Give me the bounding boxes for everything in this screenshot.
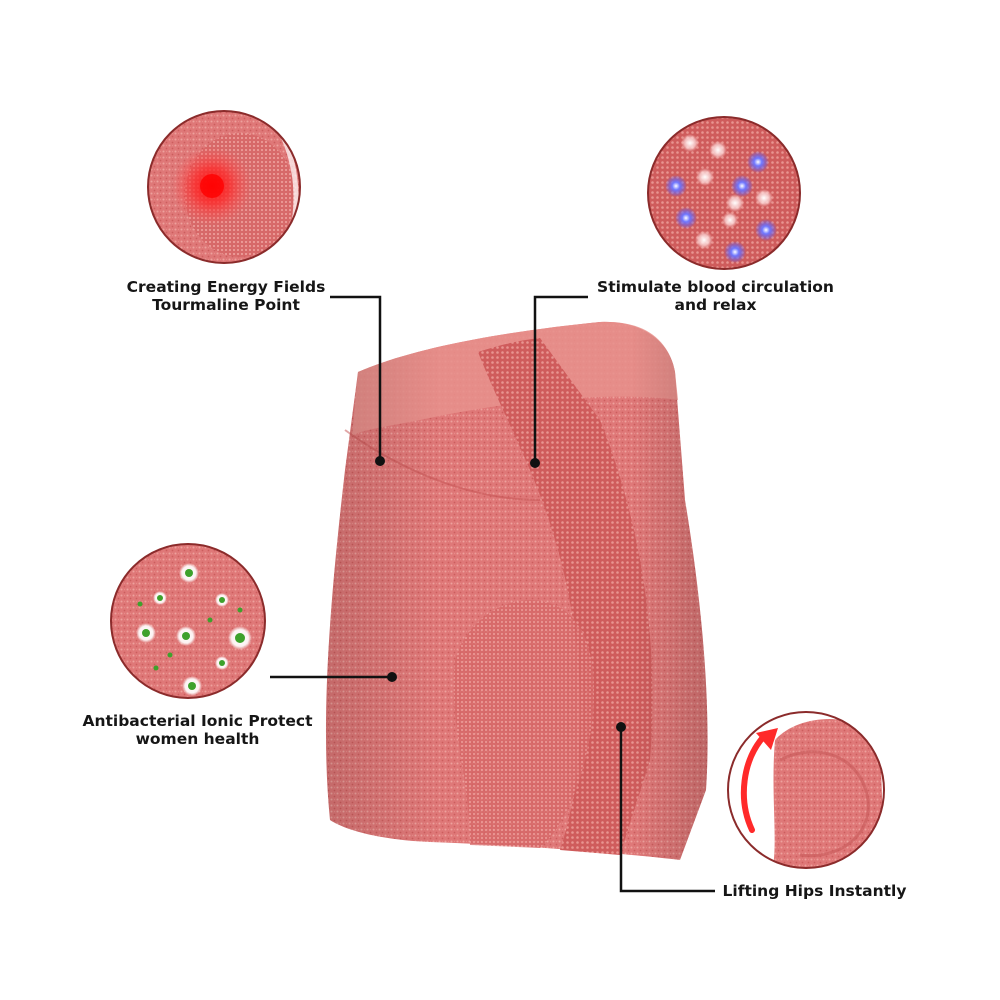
caption-energy-line2: Tourmaline Point bbox=[152, 296, 300, 314]
ion-dots-icon bbox=[647, 116, 801, 270]
leader-dots bbox=[375, 456, 626, 732]
caption-lifting-line1: Lifting Hips Instantly bbox=[722, 882, 907, 900]
leader-lines bbox=[270, 295, 715, 893]
leader-circulation bbox=[533, 295, 588, 463]
caption-circulation: Stimulate blood circulation and relax bbox=[588, 278, 843, 314]
caption-antibacterial-line1: Antibacterial Ionic Protect bbox=[82, 712, 313, 730]
caption-circulation-line1: Stimulate blood circulation bbox=[597, 278, 834, 296]
energy-glow-icon bbox=[147, 110, 301, 264]
caption-lifting: Lifting Hips Instantly bbox=[712, 882, 917, 900]
shorts-shading bbox=[325, 321, 708, 860]
arrow-up-curve-icon bbox=[727, 711, 885, 869]
caption-energy-line1: Creating Energy Fields bbox=[126, 278, 326, 296]
caption-circulation-line2: and relax bbox=[674, 296, 757, 314]
leader-energy bbox=[330, 295, 382, 460]
leader-lifting bbox=[619, 725, 715, 893]
caption-antibacterial: Antibacterial Ionic Protect women health bbox=[70, 712, 325, 748]
caption-energy: Creating Energy Fields Tourmaline Point bbox=[112, 278, 340, 314]
shorts-product bbox=[325, 321, 708, 860]
caption-antibacterial-line2: women health bbox=[135, 730, 260, 748]
germ-icon bbox=[110, 543, 266, 699]
